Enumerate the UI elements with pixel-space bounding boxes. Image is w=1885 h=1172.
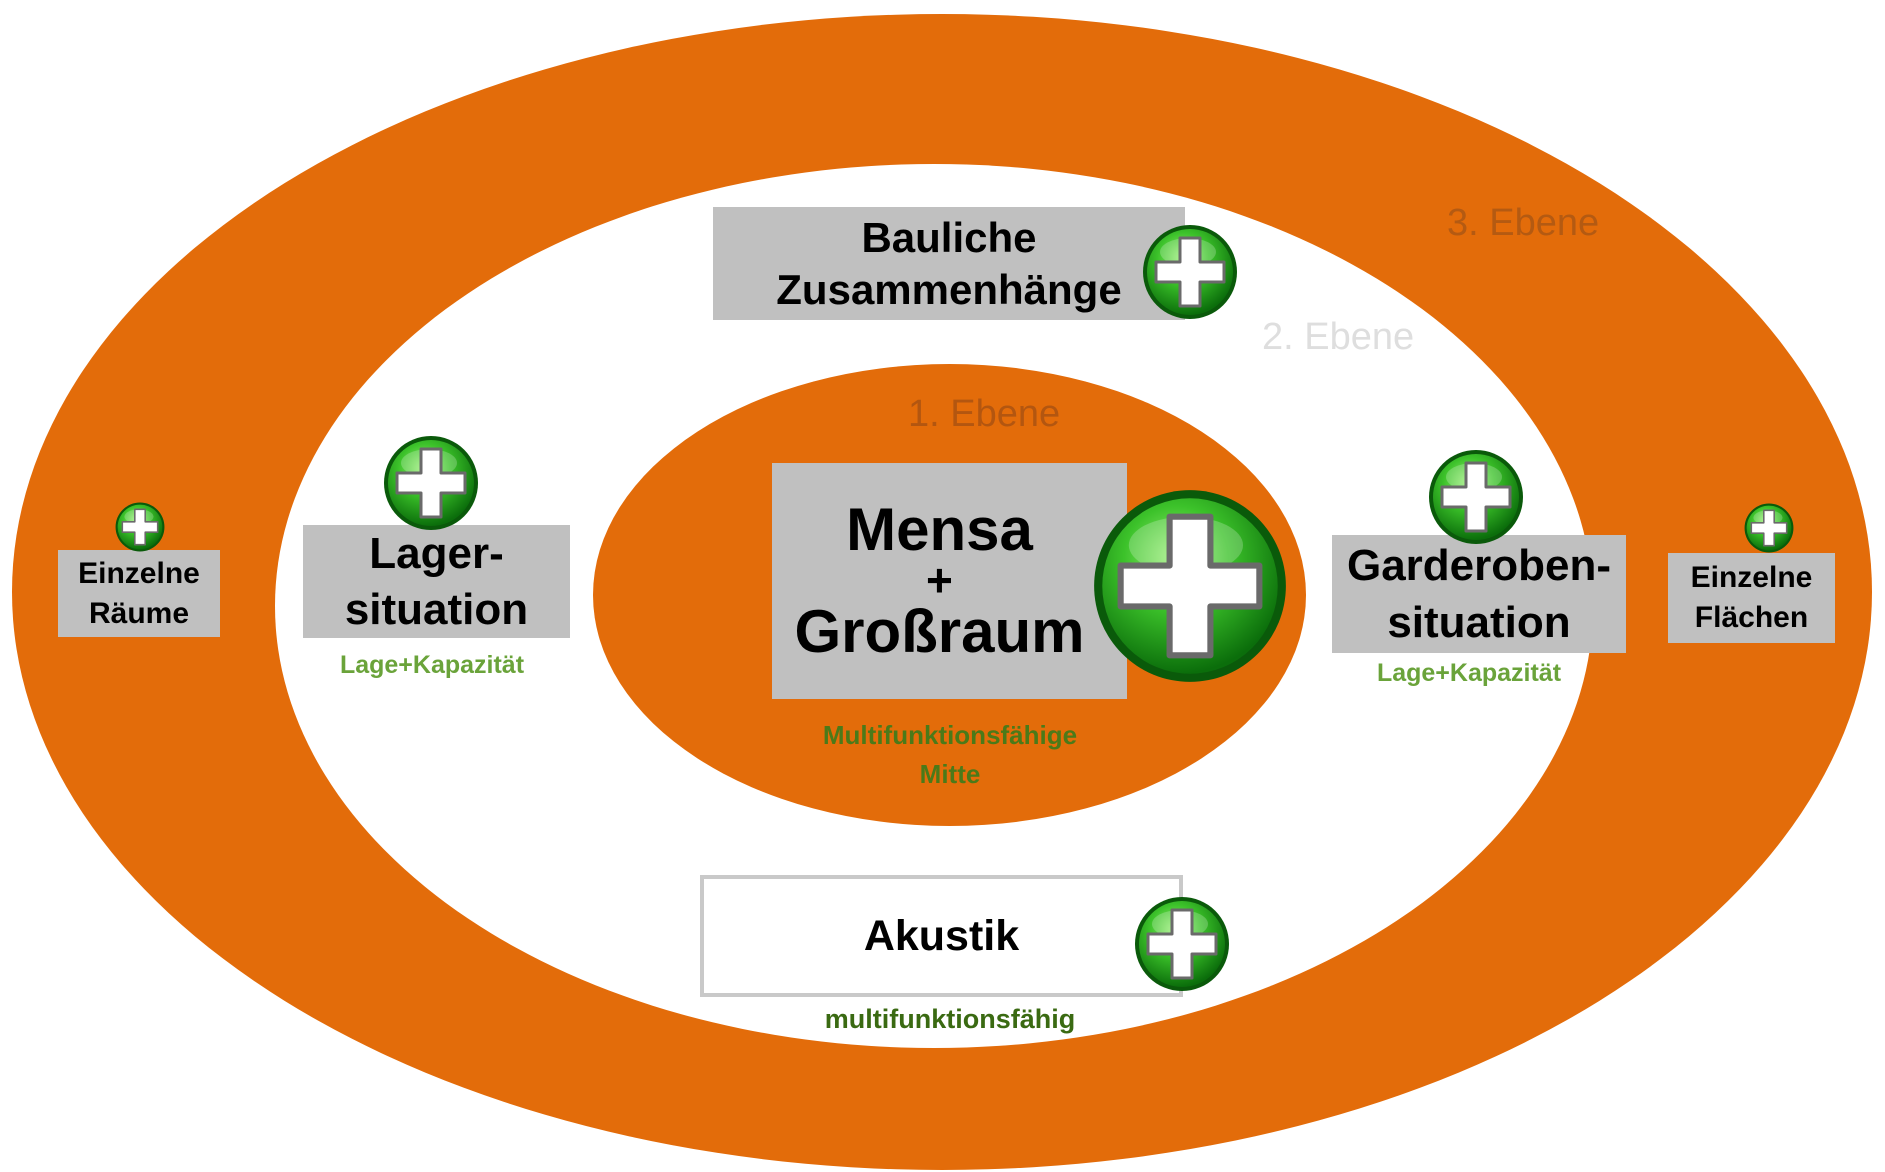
einzelne-raeume-box: Einzelne Räume — [58, 550, 220, 637]
plus-circle-icon — [1743, 502, 1795, 554]
mensa-caption-line1: Multifunktionsfähige — [822, 720, 1078, 750]
lagersituation-box: Lager- situation — [303, 525, 570, 638]
mensa-grossraum-box: Mensa + Großraum — [772, 463, 1127, 699]
lager-line1: Lager- — [369, 528, 504, 578]
garderobe-line2: situation — [1387, 598, 1571, 647]
mensa-line3: Großraum — [794, 597, 1085, 665]
akustik-label: Akustik — [863, 911, 1020, 960]
plus-circle-icon — [381, 433, 481, 533]
plus-circle-icon — [1140, 222, 1240, 322]
bauliche-line1: Bauliche — [861, 214, 1037, 262]
mensa-line1: Mensa — [846, 496, 1033, 564]
akustik-caption: multifunktionsfähig — [824, 1004, 1076, 1034]
plus-circle-icon — [114, 501, 166, 553]
plus-circle-icon — [1088, 484, 1292, 688]
garderobensituation-box: Garderoben- situation — [1332, 535, 1626, 653]
flaechen-line1: Einzelne — [1690, 561, 1813, 595]
level-3-label: 3. Ebene — [1447, 202, 1600, 244]
bauliche-zusammenhaenge-box: Bauliche Zusammenhänge — [713, 207, 1185, 320]
bauliche-line2: Zusammenhänge — [776, 265, 1122, 313]
mensa-caption: Multifunktionsfähige Mitte — [780, 716, 1120, 794]
level-1-label: 1. Ebene — [908, 393, 1061, 435]
einzelne-flaechen-box: Einzelne Flächen — [1668, 553, 1835, 643]
level-2-label: 2. Ebene — [1262, 316, 1415, 358]
akustik-box: Akustik — [700, 875, 1183, 997]
plus-circle-icon — [1132, 894, 1232, 994]
mensa-line2: + — [926, 554, 953, 607]
lager-line2: situation — [344, 584, 529, 634]
plus-circle-icon — [1426, 447, 1526, 547]
mensa-caption-line2: Mitte — [919, 759, 981, 789]
raeume-line1: Einzelne — [78, 556, 200, 590]
flaechen-line2: Flächen — [1694, 601, 1809, 634]
garderobe-line1: Garderoben- — [1346, 540, 1612, 590]
garderobe-caption: Lage+Kapazität — [1376, 659, 1562, 687]
lager-caption: Lage+Kapazität — [339, 651, 525, 679]
raeume-line2: Räume — [88, 596, 190, 630]
